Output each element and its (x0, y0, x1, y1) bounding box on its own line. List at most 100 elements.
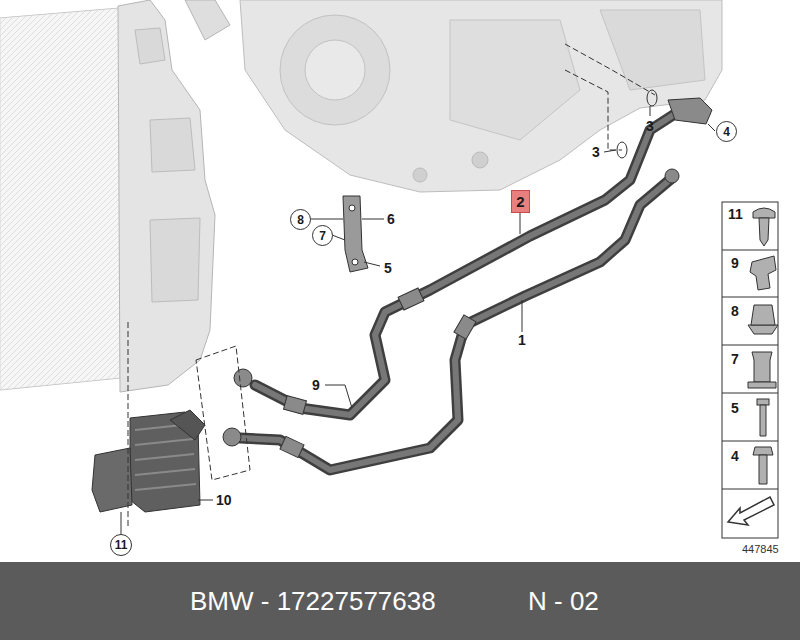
pipe-fittings (223, 98, 712, 458)
pipe-fittings (668, 98, 712, 124)
holding-clip (343, 196, 368, 272)
transmission-housing (472, 152, 488, 168)
callout-number: 8 (297, 214, 304, 226)
cooler-pipes (255, 108, 684, 415)
callout-number: 6 (387, 212, 395, 226)
cooler-pipes (240, 108, 684, 470)
pipe-fittings (280, 436, 304, 457)
callout-number: 11 (728, 207, 743, 221)
callout-number: 3 (646, 119, 654, 133)
o-rings (647, 90, 657, 106)
pipe-fittings (398, 288, 424, 310)
callout-number: 10 (216, 493, 232, 507)
leader-lines (362, 219, 384, 220)
part-number-text: BMW - 17227577638 (190, 588, 436, 614)
leader-lines (520, 212, 521, 234)
callout-number: 11 (115, 539, 128, 551)
arrow-symbol (728, 497, 774, 525)
title-band: BMW - 17227577638 N - 02 (0, 562, 800, 640)
leader-lines (325, 385, 352, 408)
callout-number: 8 (731, 304, 739, 318)
transmission-housing (280, 15, 390, 125)
callout-number: 3 (592, 145, 600, 159)
callout-number: 2 (516, 194, 524, 209)
transmission-housing (600, 10, 705, 90)
holding-clip (349, 205, 355, 211)
callout-number: 9 (731, 256, 739, 270)
radiator (0, 8, 120, 390)
radiator (185, 0, 230, 40)
callout-circle: 8 (290, 209, 311, 230)
dashed-assembly-lines (565, 44, 655, 95)
radiator (0, 8, 120, 390)
cooler-pipes (240, 178, 672, 470)
callout-circle: 7 (312, 225, 333, 246)
callout-number: 1 (518, 333, 526, 347)
leader-lines (121, 106, 715, 534)
cooler-pipes (240, 178, 672, 470)
figure-number: 447845 (742, 544, 779, 555)
oil-cooler (170, 410, 205, 440)
callout-number: 5 (731, 401, 739, 415)
pipe-fittings (223, 428, 241, 446)
o-rings (617, 90, 657, 158)
oil-cooler (92, 410, 205, 512)
callout-number: 4 (723, 126, 730, 138)
leader-lines (364, 262, 380, 266)
transmission-housing (305, 40, 365, 100)
callout-number: 7 (319, 230, 326, 242)
holding-clip (343, 196, 368, 272)
callout-circle: 4 (716, 121, 737, 142)
cooler-pipes (255, 108, 684, 415)
part-icons (751, 305, 775, 325)
leader-lines (332, 235, 345, 240)
radiator (0, 0, 230, 392)
leader-lines (604, 150, 616, 152)
callout-circle: 11 (110, 534, 132, 556)
part-icons (759, 218, 769, 246)
callout-number: 7 (731, 352, 739, 366)
leader-lines (198, 500, 213, 501)
part-icons (750, 256, 776, 290)
part-icons (760, 405, 766, 436)
pipe-fittings (665, 169, 679, 183)
dashed-assembly-lines (128, 322, 129, 528)
radiator (135, 28, 200, 302)
o-rings (617, 142, 627, 158)
parts-table (722, 202, 778, 538)
leader-lines (650, 106, 651, 116)
part-icons (748, 325, 778, 334)
part-icons (753, 208, 775, 218)
part-icons (759, 455, 767, 484)
transmission-housing (413, 168, 427, 182)
leader-lines (522, 300, 523, 332)
part-icons (752, 352, 772, 382)
part-icons (753, 447, 773, 455)
holding-clip (352, 259, 358, 265)
leader-lines (708, 124, 715, 131)
part-icons (757, 399, 769, 405)
pipe-fittings (284, 396, 307, 415)
parts-table (722, 250, 778, 489)
dashed-assembly-lines (128, 44, 655, 528)
leader-lines (310, 219, 343, 220)
dashed-assembly-lines (565, 70, 622, 150)
highlighted-callout: 2 (511, 190, 530, 213)
part-icons (748, 208, 778, 484)
transmission-housing (240, 0, 722, 192)
pipe-fittings (234, 369, 252, 387)
callout-number: 5 (384, 261, 392, 275)
arrow-symbol (728, 497, 774, 525)
transmission-housing (450, 20, 580, 140)
callout-number: 9 (312, 378, 320, 392)
radiator (118, 0, 215, 392)
parts-table (722, 202, 778, 538)
leader-lines (121, 512, 122, 534)
oil-cooler (92, 448, 132, 512)
dashed-assembly-lines (196, 346, 250, 480)
transmission-housing (240, 0, 722, 192)
part-number-text: N - 02 (528, 588, 599, 614)
part-icons (748, 382, 776, 388)
callout-number: 4 (731, 449, 739, 463)
